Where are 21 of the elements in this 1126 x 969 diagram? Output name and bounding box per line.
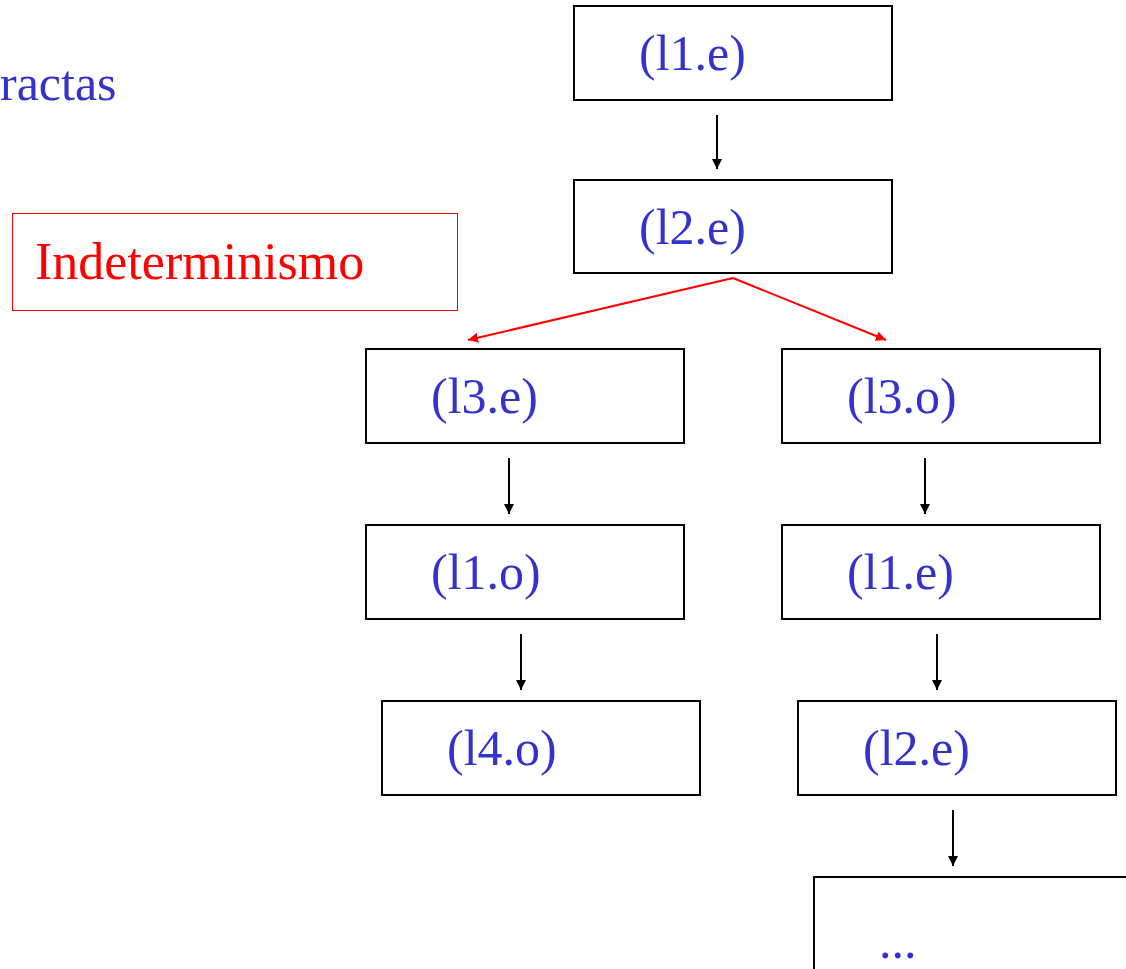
process-box — [813, 876, 1126, 969]
heading-fragment: ractas — [0, 58, 117, 108]
process-box — [797, 700, 1117, 796]
arrow — [712, 114, 722, 170]
arrow — [932, 633, 942, 691]
note-box — [12, 213, 458, 311]
process-box — [365, 524, 685, 620]
arrow — [516, 633, 526, 691]
node-label: ... — [879, 916, 917, 966]
arrow — [732, 277, 887, 341]
process-box — [573, 179, 893, 274]
arrow — [504, 457, 514, 515]
process-box — [381, 700, 701, 796]
process-box — [781, 348, 1101, 444]
arrow — [920, 457, 930, 515]
process-box — [573, 5, 893, 101]
process-box — [781, 524, 1101, 620]
process-box — [365, 348, 685, 444]
arrow — [467, 277, 734, 343]
arrow — [948, 809, 958, 867]
note-text: Indeterminismo — [35, 236, 365, 288]
